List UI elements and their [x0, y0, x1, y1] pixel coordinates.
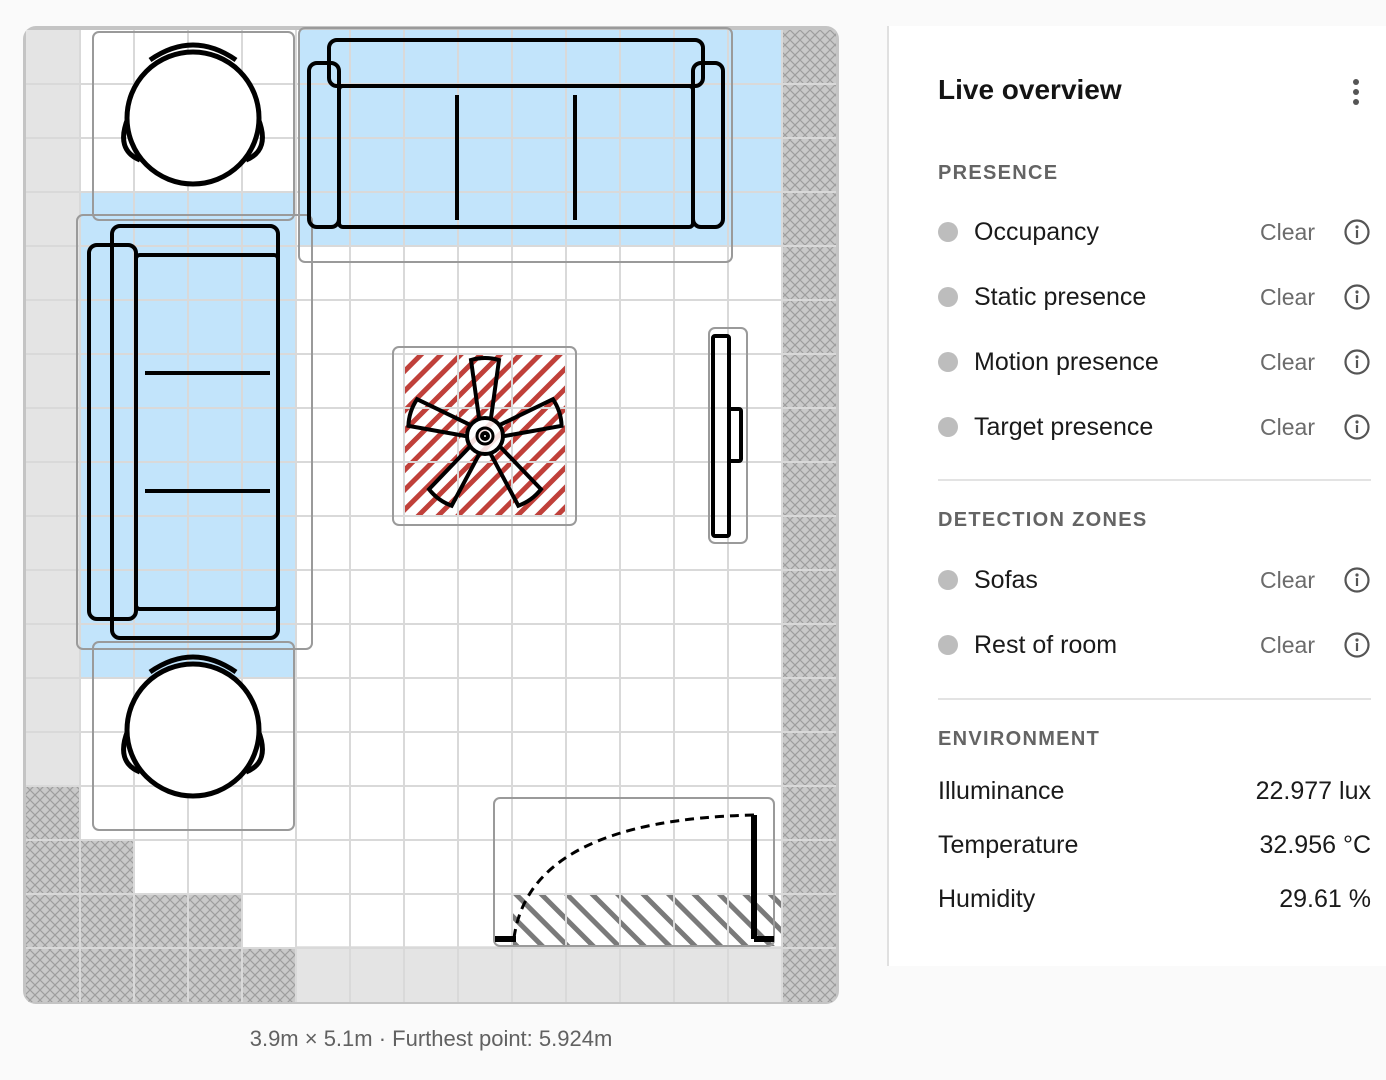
- section-heading-zones: DETECTION ZONES: [938, 509, 1148, 531]
- presence-row-target: Target presence Clear: [938, 407, 1371, 447]
- info-circle-icon[interactable]: [1343, 218, 1371, 246]
- tv: [711, 334, 743, 538]
- status-dot: [938, 352, 958, 372]
- map-dimensions-caption: 3.9m × 5.1m · Furthest point: 5.924m: [249, 1026, 613, 1051]
- ceiling-fan: [406, 356, 564, 509]
- row-label: Rest of room: [974, 631, 1118, 659]
- env-value: 22.977 lux: [1255, 777, 1371, 805]
- env-label: Humidity: [938, 885, 1036, 913]
- sofa-left: [87, 224, 280, 640]
- info-circle-icon[interactable]: [1343, 413, 1371, 441]
- status-dot: [938, 222, 958, 242]
- row-label: Motion presence: [974, 348, 1159, 376]
- door-swing-zone: [512, 894, 782, 946]
- status-dot: [938, 635, 958, 655]
- row-state: Clear: [1260, 349, 1315, 375]
- status-dot: [938, 570, 958, 590]
- divider: [938, 479, 1371, 481]
- row-label: Sofas: [974, 566, 1038, 594]
- row-state: Clear: [1260, 284, 1315, 310]
- more-vertical-icon[interactable]: [1341, 72, 1371, 112]
- room-floorplan: [26, 27, 836, 1002]
- sofa-top: [307, 38, 725, 229]
- env-row-humidity: Humidity 29.61 %: [938, 883, 1371, 919]
- live-overview-panel: Live overview PRESENCE Occupancy Clear S…: [887, 26, 1386, 966]
- divider: [938, 698, 1371, 700]
- info-circle-icon[interactable]: [1343, 566, 1371, 594]
- env-row-temperature: Temperature 32.956 °C: [938, 829, 1371, 865]
- chair-bottom: [121, 654, 265, 799]
- status-dot: [938, 417, 958, 437]
- row-label: Target presence: [974, 413, 1154, 441]
- presence-row-static: Static presence Clear: [938, 277, 1371, 317]
- row-state: Clear: [1260, 414, 1315, 440]
- env-value: 29.61 %: [1279, 885, 1371, 913]
- panel-title: Live overview: [938, 74, 1122, 105]
- zone-row-sofas: Sofas Clear: [938, 560, 1371, 600]
- row-state: Clear: [1260, 219, 1315, 245]
- section-heading-presence: PRESENCE: [938, 162, 1059, 184]
- info-circle-icon[interactable]: [1343, 348, 1371, 376]
- row-state: Clear: [1260, 567, 1315, 593]
- out-of-range-area: [296, 946, 782, 1002]
- status-dot: [938, 287, 958, 307]
- zone-row-rest-of-room: Rest of room Clear: [938, 625, 1371, 665]
- room-map[interactable]: [23, 26, 839, 1004]
- env-value: 32.956 °C: [1259, 831, 1371, 859]
- env-row-illuminance: Illuminance 22.977 lux: [938, 775, 1371, 811]
- chair-top: [121, 42, 265, 187]
- presence-row-occupancy: Occupancy Clear: [938, 212, 1371, 252]
- presence-row-motion: Motion presence Clear: [938, 342, 1371, 382]
- env-label: Temperature: [938, 831, 1079, 859]
- row-state: Clear: [1260, 632, 1315, 658]
- info-circle-icon[interactable]: [1343, 283, 1371, 311]
- section-heading-environment: ENVIRONMENT: [938, 728, 1101, 750]
- door: [495, 813, 774, 942]
- info-circle-icon[interactable]: [1343, 631, 1371, 659]
- env-label: Illuminance: [938, 777, 1065, 805]
- row-label: Occupancy: [974, 218, 1100, 246]
- row-label: Static presence: [974, 283, 1147, 311]
